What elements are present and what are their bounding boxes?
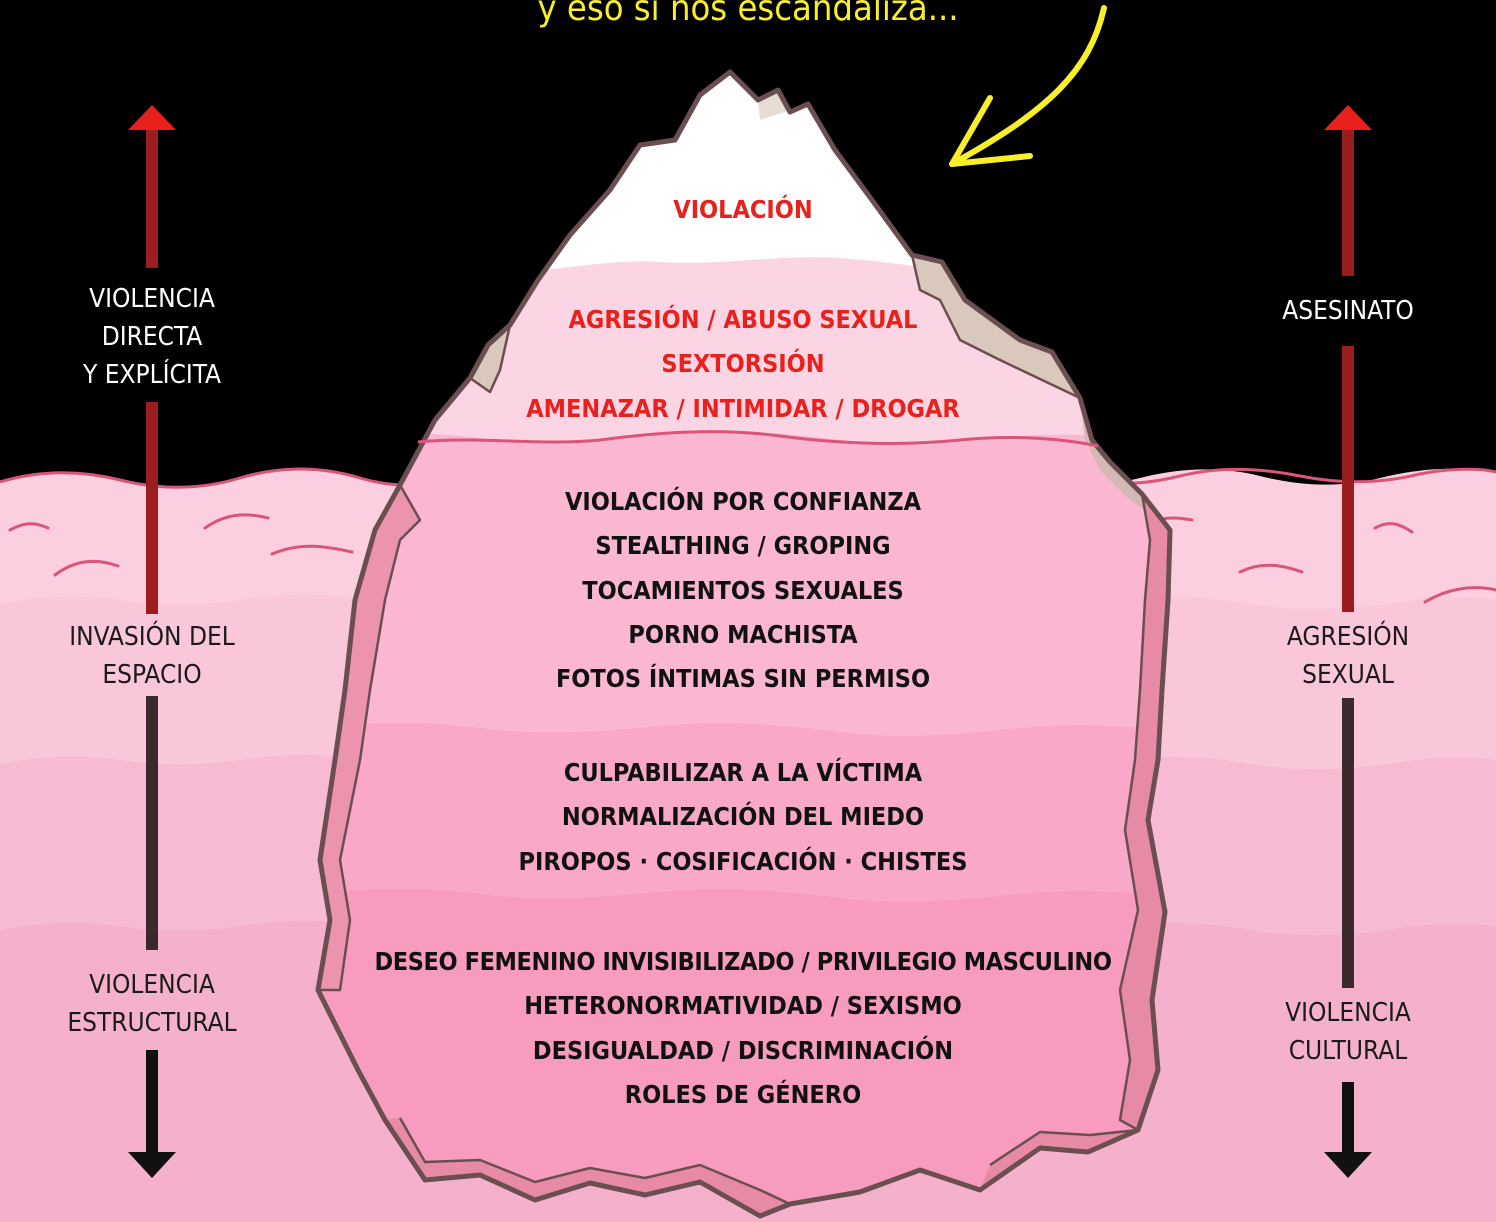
level-item: NORMALIZACIÓN DEL MIEDO [561, 802, 925, 832]
level-item: DESEO FEMENINO INVISIBILIZADO / PRIVILEG… [374, 947, 1112, 976]
level-item: PIROPOS · COSIFICACIÓN · CHISTES [518, 846, 968, 876]
label-line: VIOLENCIA [89, 970, 215, 1000]
label-line: Y EXPLÍCITA [82, 360, 222, 390]
level-item: CULPABILIZAR A LA VÍCTIMA [563, 758, 923, 787]
level-item: SEXTORSIÓN [661, 349, 825, 379]
label-line: ASESINATO [1282, 296, 1414, 326]
left-scale-graphic [128, 105, 176, 1178]
label-line: INVASIÓN DEL [69, 622, 235, 652]
label-line: DIRECTA [101, 322, 203, 352]
level-item: TOCAMIENTOS SEXUALES [582, 575, 904, 605]
label-line: AGRESIÓN [1286, 622, 1410, 652]
iceberg-level-2-text: CULPABILIZAR A LA VÍCTIMA NORMALIZACIÓN … [348, 751, 1138, 884]
iceberg-tip-text: VIOLACIÓN [348, 188, 1138, 232]
level-item: PORNO MACHISTA [628, 619, 858, 649]
left-scale-middle-label: INVASIÓN DEL ESPACIO [32, 618, 272, 694]
level-item: DESIGUALDAD / DISCRIMINACIÓN [532, 1035, 954, 1065]
label-line: SEXUAL [1302, 660, 1394, 690]
right-scale-graphic [1324, 105, 1372, 1178]
right-scale-middle-label: AGRESIÓN SEXUAL [1228, 618, 1468, 694]
caption-text: y eso sí nos escandaliza... [537, 0, 959, 29]
level-item: VIOLACIÓN [673, 195, 813, 224]
level-item: ROLES DE GÉNERO [624, 1079, 862, 1109]
level-item: HETERONORMATIVIDAD / SEXISMO [524, 991, 962, 1021]
right-scale-bottom-label: VIOLENCIA CULTURAL [1228, 994, 1468, 1070]
label-line: VIOLENCIA [1285, 998, 1411, 1028]
iceberg-level-1-text: VIOLACIÓN POR CONFIANZA STEALTHING / GRO… [348, 480, 1138, 701]
level-item: AMENAZAR / INTIMIDAR / DROGAR [526, 393, 960, 423]
level-item: FOTOS ÍNTIMAS SIN PERMISO [555, 664, 931, 694]
label-line: ESPACIO [102, 660, 202, 690]
left-scale-bottom-label: VIOLENCIA ESTRUCTURAL [32, 966, 272, 1042]
level-item: STEALTHING / GROPING [595, 531, 891, 561]
label-line: VIOLENCIA [89, 284, 215, 314]
label-line: ESTRUCTURAL [67, 1008, 237, 1038]
label-line: CULTURAL [1288, 1036, 1408, 1066]
iceberg-above-water-text: AGRESIÓN / ABUSO SEXUAL SEXTORSIÓN AMENA… [348, 298, 1138, 431]
left-scale-top-label: VIOLENCIA DIRECTA Y EXPLÍCITA [32, 280, 272, 394]
iceberg-level-3-text: DESEO FEMENINO INVISIBILIZADO / PRIVILEG… [348, 940, 1138, 1117]
right-scale-top-label: ASESINATO [1228, 292, 1468, 330]
level-item: VIOLACIÓN POR CONFIANZA [564, 487, 922, 516]
level-item: AGRESIÓN / ABUSO SEXUAL [568, 305, 918, 334]
